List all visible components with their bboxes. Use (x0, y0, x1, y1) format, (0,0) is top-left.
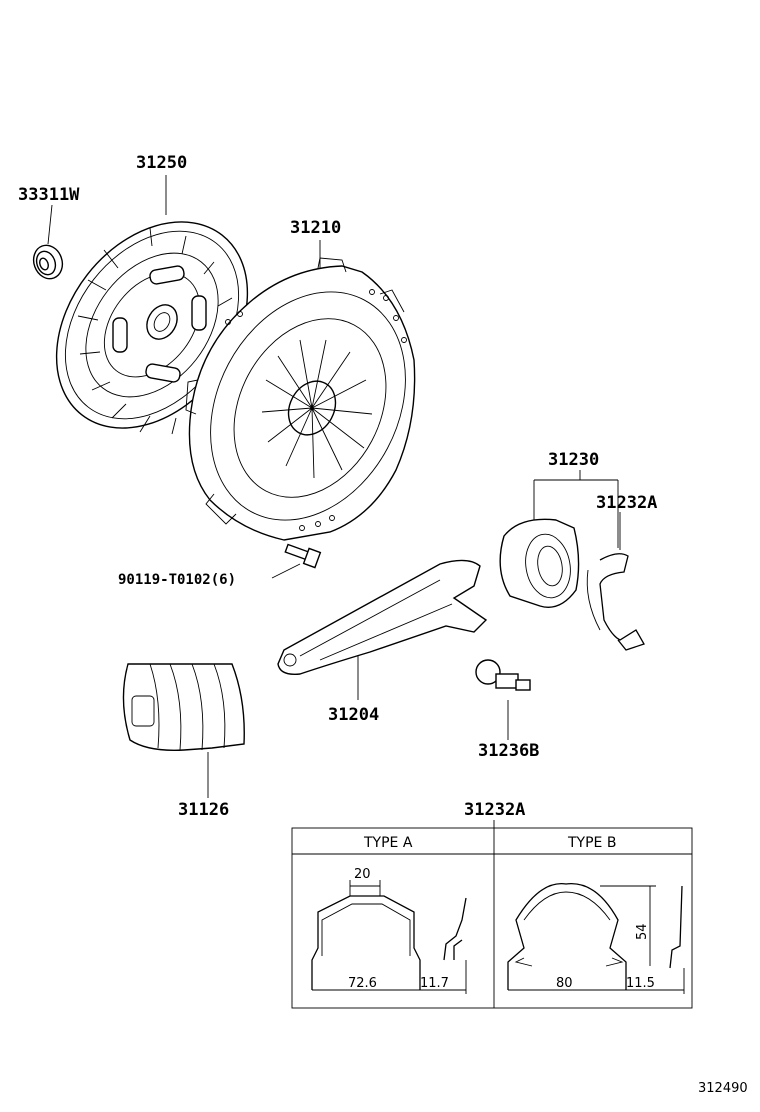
clip-type-a-drawing (311, 880, 467, 994)
label-31232a-top: 31232A (596, 493, 657, 513)
bolt-90119 (284, 543, 322, 569)
label-90119: 90119-T0102(6) (118, 572, 236, 588)
dim-a-width-bottom: 72.6 (348, 976, 377, 991)
label-33311w: 33311W (18, 185, 80, 205)
diagram-reference-number: 312490 (698, 1081, 748, 1096)
release-bearing-31230 (499, 518, 580, 608)
label-31204: 31204 (328, 705, 379, 725)
boot-31126 (122, 663, 245, 751)
label-31236b: 31236B (478, 741, 539, 761)
label-31250: 31250 (136, 153, 187, 173)
dim-a-side: 11.7 (420, 976, 449, 991)
clutch-cover-31210 (185, 257, 416, 541)
dim-b-width-bottom: 80 (556, 976, 573, 991)
dim-b-height: 54 (635, 923, 650, 940)
detail-table (291, 827, 693, 1009)
label-31232a-table: 31232A (464, 800, 525, 820)
label-31126: 31126 (178, 800, 229, 820)
pilot-bearing-33311w (32, 244, 64, 280)
header-type-a: TYPE A (363, 835, 413, 851)
dim-a-width-top: 20 (354, 867, 371, 882)
clip-type-b-drawing (507, 883, 685, 994)
dim-b-side: 11.5 (626, 976, 655, 991)
release-fork-31204 (277, 559, 488, 675)
header-type-b: TYPE B (567, 835, 616, 851)
pivot-31236b (475, 659, 531, 691)
release-clip-31232a (586, 553, 645, 651)
label-31210: 31210 (290, 218, 341, 238)
label-31230: 31230 (548, 450, 599, 470)
